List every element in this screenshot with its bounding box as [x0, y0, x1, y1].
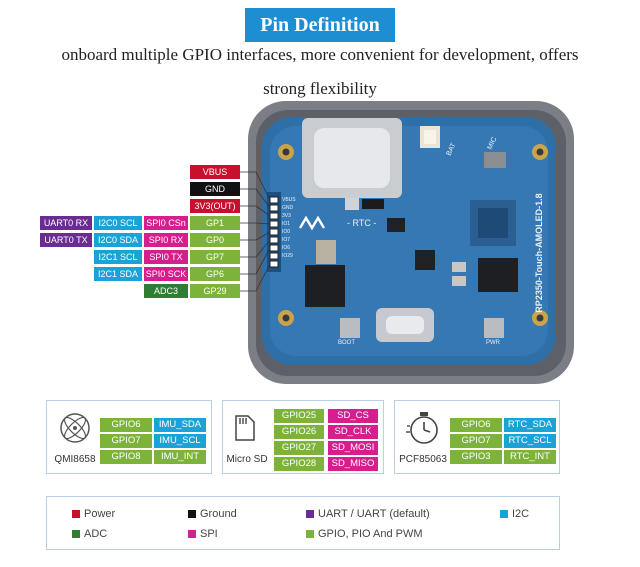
waveshare-logo: [298, 215, 326, 231]
sd-gpio-2: GPIO26: [274, 425, 324, 439]
sd-func-1: SD_CS: [328, 409, 378, 423]
header-pin-label: IO29: [282, 253, 293, 259]
boot-button: [340, 318, 360, 338]
legend-box: [46, 496, 560, 550]
pin-gp6: GP6: [190, 267, 240, 281]
imu-gpio-2: GPIO7: [100, 434, 152, 448]
legend-ground: Ground: [200, 508, 237, 520]
pin-gp1: GP1: [190, 216, 240, 230]
imu-gpio-1: GPIO6: [100, 418, 152, 432]
sd-func-4: SD_MISO: [328, 457, 378, 471]
rtc-chip: [362, 199, 384, 209]
pin-uart0-rx: UART0 RX: [40, 216, 92, 230]
legend-i2c: I2C: [512, 508, 530, 520]
rtc-board-label: - RTC -: [347, 218, 377, 228]
sd-gpio-1: GPIO25: [274, 409, 324, 423]
pin-i2c0-scl: I2C0 SCL: [94, 216, 142, 230]
legend-swatch-gpio: [306, 530, 314, 538]
legend-spi: SPI: [200, 528, 218, 540]
header-pin-label: GND: [282, 205, 294, 211]
pin-gp0: GP0: [190, 233, 240, 247]
pin-spi0-csn: SPI0 CSn: [144, 216, 188, 230]
pin-spi0-rx: SPI0 RX: [144, 233, 188, 247]
pin-i2c1-sda: I2C1 SDA: [94, 267, 142, 281]
legend-swatch-i2c: [500, 510, 508, 518]
sd-func-3: SD_MOSI: [328, 441, 378, 455]
leader-lines: [240, 171, 271, 292]
header-pin-labels: VBUS GND 3V3 IO1 IO0 IO7 IO6 IO29: [282, 196, 302, 260]
rtc-gpio-3: GPIO3: [450, 450, 502, 464]
legend-gpio: GPIO, PIO And PWM: [318, 528, 423, 540]
rtc-gpio-2: GPIO7: [450, 434, 502, 448]
header-pin-label: 3V3: [282, 213, 291, 219]
pin-spi0-sck: SPI0 SCK: [144, 267, 188, 281]
legend-swatch-ground: [188, 510, 196, 518]
sd-gpio-3: GPIO27: [274, 441, 324, 455]
subtitle-line-2: strong flexibility: [263, 79, 377, 98]
pin-uart0-tx: UART0 TX: [40, 233, 92, 247]
pwr-button: [484, 318, 504, 338]
imu-func-1: IMU_SDA: [154, 418, 206, 432]
sd-gpio-4: GPIO28: [274, 457, 324, 471]
rtc-gpio-1: GPIO6: [450, 418, 502, 432]
sd-func-2: SD_CLK: [328, 425, 378, 439]
mic: [484, 152, 506, 168]
pin-i2c1-scl: I2C1 SCL: [94, 250, 142, 264]
rtc-func-3: RTC_INT: [504, 450, 556, 464]
legend-swatch-adc: [72, 530, 80, 538]
legend-swatch-spi: [188, 530, 196, 538]
flash-chip: [478, 258, 518, 292]
pin-vbus: VBUS: [190, 165, 240, 179]
header-pin-label: VBUS: [282, 197, 296, 203]
pin-adc3: ADC3: [144, 284, 188, 298]
legend-adc: ADC: [84, 528, 108, 540]
legend-swatch-power: [72, 510, 80, 518]
imu-name: QMI8658: [54, 454, 96, 465]
pin-gnd: GND: [190, 182, 240, 196]
pin-spi0-tx: SPI0 TX: [144, 250, 188, 264]
imu-func-2: IMU_SCL: [154, 434, 206, 448]
rtc-func-1: RTC_SDA: [504, 418, 556, 432]
clock-icon: [406, 412, 438, 444]
legend-swatch-uart: [306, 510, 314, 518]
pin-gp7: GP7: [190, 250, 240, 264]
pwr-board-label: PWR: [486, 340, 500, 346]
header-pin-label: IO7: [282, 237, 291, 243]
page-title: Pin Definition: [245, 8, 395, 42]
pin-gp29: GP29: [190, 284, 240, 298]
crystal: [316, 240, 336, 264]
boot-board-label: BOOT: [338, 340, 356, 346]
sd-card-icon: [235, 415, 255, 441]
header-pin-label: IO6: [282, 245, 291, 251]
pin-3v3-out: 3V3(OUT): [190, 199, 240, 213]
imu-gpio-3: GPIO8: [100, 450, 152, 464]
pin-i2c0-sda: I2C0 SDA: [94, 233, 142, 247]
header-pin-label: IO0: [282, 229, 291, 235]
rtc-func-2: RTC_SCL: [504, 434, 556, 448]
rtc-name: PCF85063: [399, 454, 447, 465]
sd-name: Micro SD: [226, 454, 268, 465]
subtitle-line-1: onboard multiple GPIO interfaces, more c…: [61, 45, 579, 64]
legend-power: Power: [84, 508, 116, 520]
imu-func-3: IMU_INT: [154, 450, 206, 464]
main-chip: [305, 265, 345, 307]
header-pin-label: IO1: [282, 221, 291, 227]
imu-icon: [60, 413, 90, 443]
legend-uart: UART / UART (default): [318, 508, 430, 520]
board-model-label: RP2350-Touch-AMOLED-1.8: [534, 193, 544, 313]
